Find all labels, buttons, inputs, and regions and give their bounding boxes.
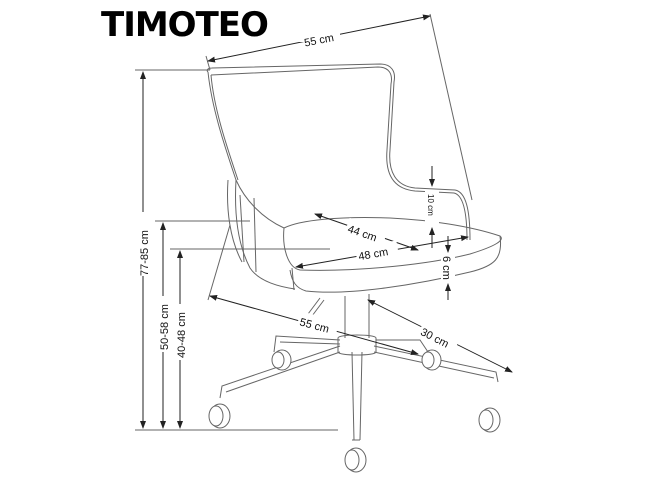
dim-seat-width: 48 cm <box>358 246 390 263</box>
caster-left-back <box>271 349 292 371</box>
dim-total-height: 77-85 cm <box>139 230 151 276</box>
dim-armrest-height: 50-58 cm <box>159 304 171 350</box>
dim-seat-height: 40-48 cm <box>176 312 188 358</box>
dimension-lines <box>140 14 513 429</box>
caster-front <box>344 447 367 473</box>
dim-back-width: 55 cm <box>303 32 335 49</box>
caster-left-front <box>208 403 231 429</box>
chair-base <box>219 335 499 441</box>
chair-back <box>206 63 471 290</box>
caster-right-front <box>478 407 501 433</box>
caster-right-back <box>421 349 442 371</box>
dim-armrest-above-seat: 10 cm <box>426 194 435 216</box>
casters <box>208 349 501 473</box>
dim-seat-thickness: 6 cm <box>440 256 452 280</box>
